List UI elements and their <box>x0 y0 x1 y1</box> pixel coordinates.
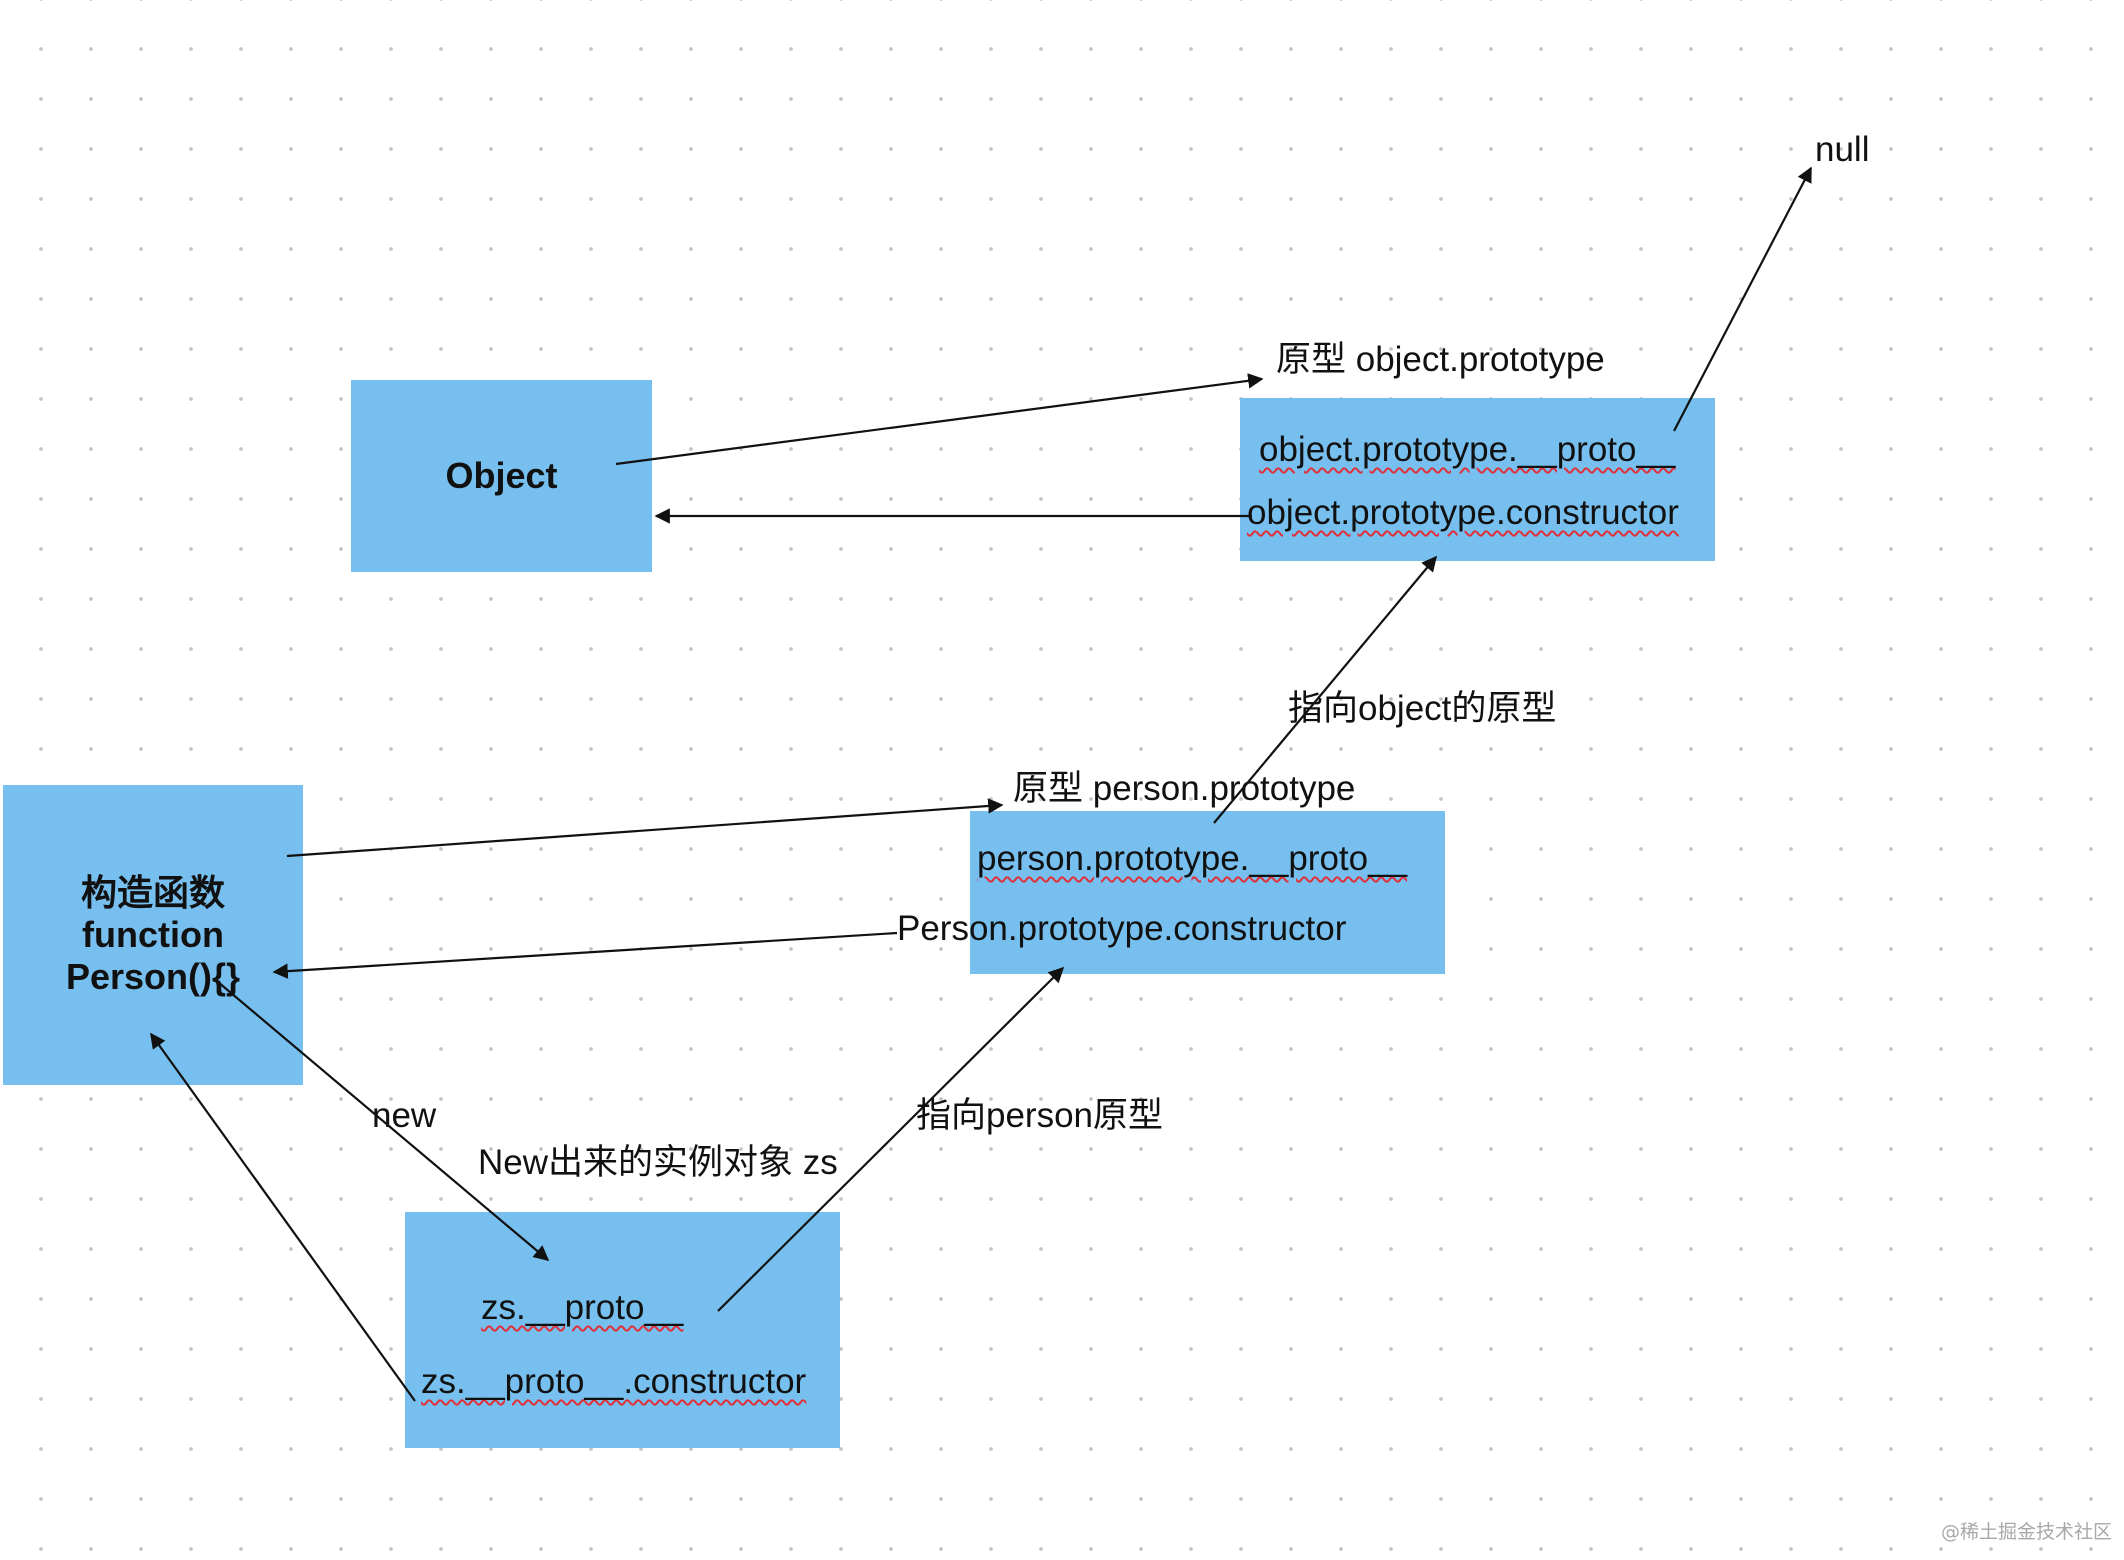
new-label: new <box>372 1096 437 1135</box>
instance-title: New出来的实例对象 zs <box>478 1143 838 1182</box>
object-label: Object <box>351 380 652 572</box>
arrow-person-constructor-to-person <box>272 931 898 979</box>
person-prototype-constructor-text: Person.prototype.constructor <box>897 909 1347 948</box>
arrow-person-proto-to-object-prototype <box>1213 555 1437 824</box>
person-constructor-label: 构造函数 function Person(){} <box>3 785 303 1085</box>
arrow-object-to-prototype <box>615 373 1264 466</box>
instance-box[interactable] <box>405 1212 840 1448</box>
instance-constructor-text: zs.__proto__.constructor <box>421 1362 807 1401</box>
object-prototype-title: 原型 object.prototype <box>1276 340 1605 379</box>
null-label: null <box>1815 130 1870 169</box>
object-prototype-proto-text: object.prototype.__proto__ <box>1259 430 1676 469</box>
person-constructor-line-1: 构造函数 <box>80 871 225 913</box>
person-prototype-title: 原型 person.prototype <box>1013 769 1356 808</box>
instance-proto-text: zs.__proto__ <box>481 1288 684 1327</box>
object-label-text: Object <box>445 454 558 496</box>
arrow-object-proto-to-null <box>1673 166 1812 432</box>
person-constructor-line-3: Person(){} <box>65 956 241 998</box>
arrow-instance-constructor-to-person <box>150 1032 416 1402</box>
object-box[interactable] <box>351 380 652 572</box>
arrow-person-to-prototype <box>286 798 1004 858</box>
person-constructor-line-2: function <box>82 913 224 955</box>
arrow-new-instance <box>217 981 550 1261</box>
person-prototype-box[interactable] <box>970 811 1445 974</box>
person-prototype-proto-text: person.prototype.__proto__ <box>977 839 1408 878</box>
object-prototype-box[interactable] <box>1240 398 1715 561</box>
object-prototype-constructor-text: object.prototype.constructor <box>1247 493 1679 532</box>
to-person-proto-label: 指向person原型 <box>916 1096 1164 1135</box>
watermark: @稀土掘金技术社区 <box>1940 1521 2112 1543</box>
to-object-proto-label: 指向object的原型 <box>1288 689 1557 728</box>
arrow-instance-proto-to-person-prototype <box>717 966 1065 1312</box>
